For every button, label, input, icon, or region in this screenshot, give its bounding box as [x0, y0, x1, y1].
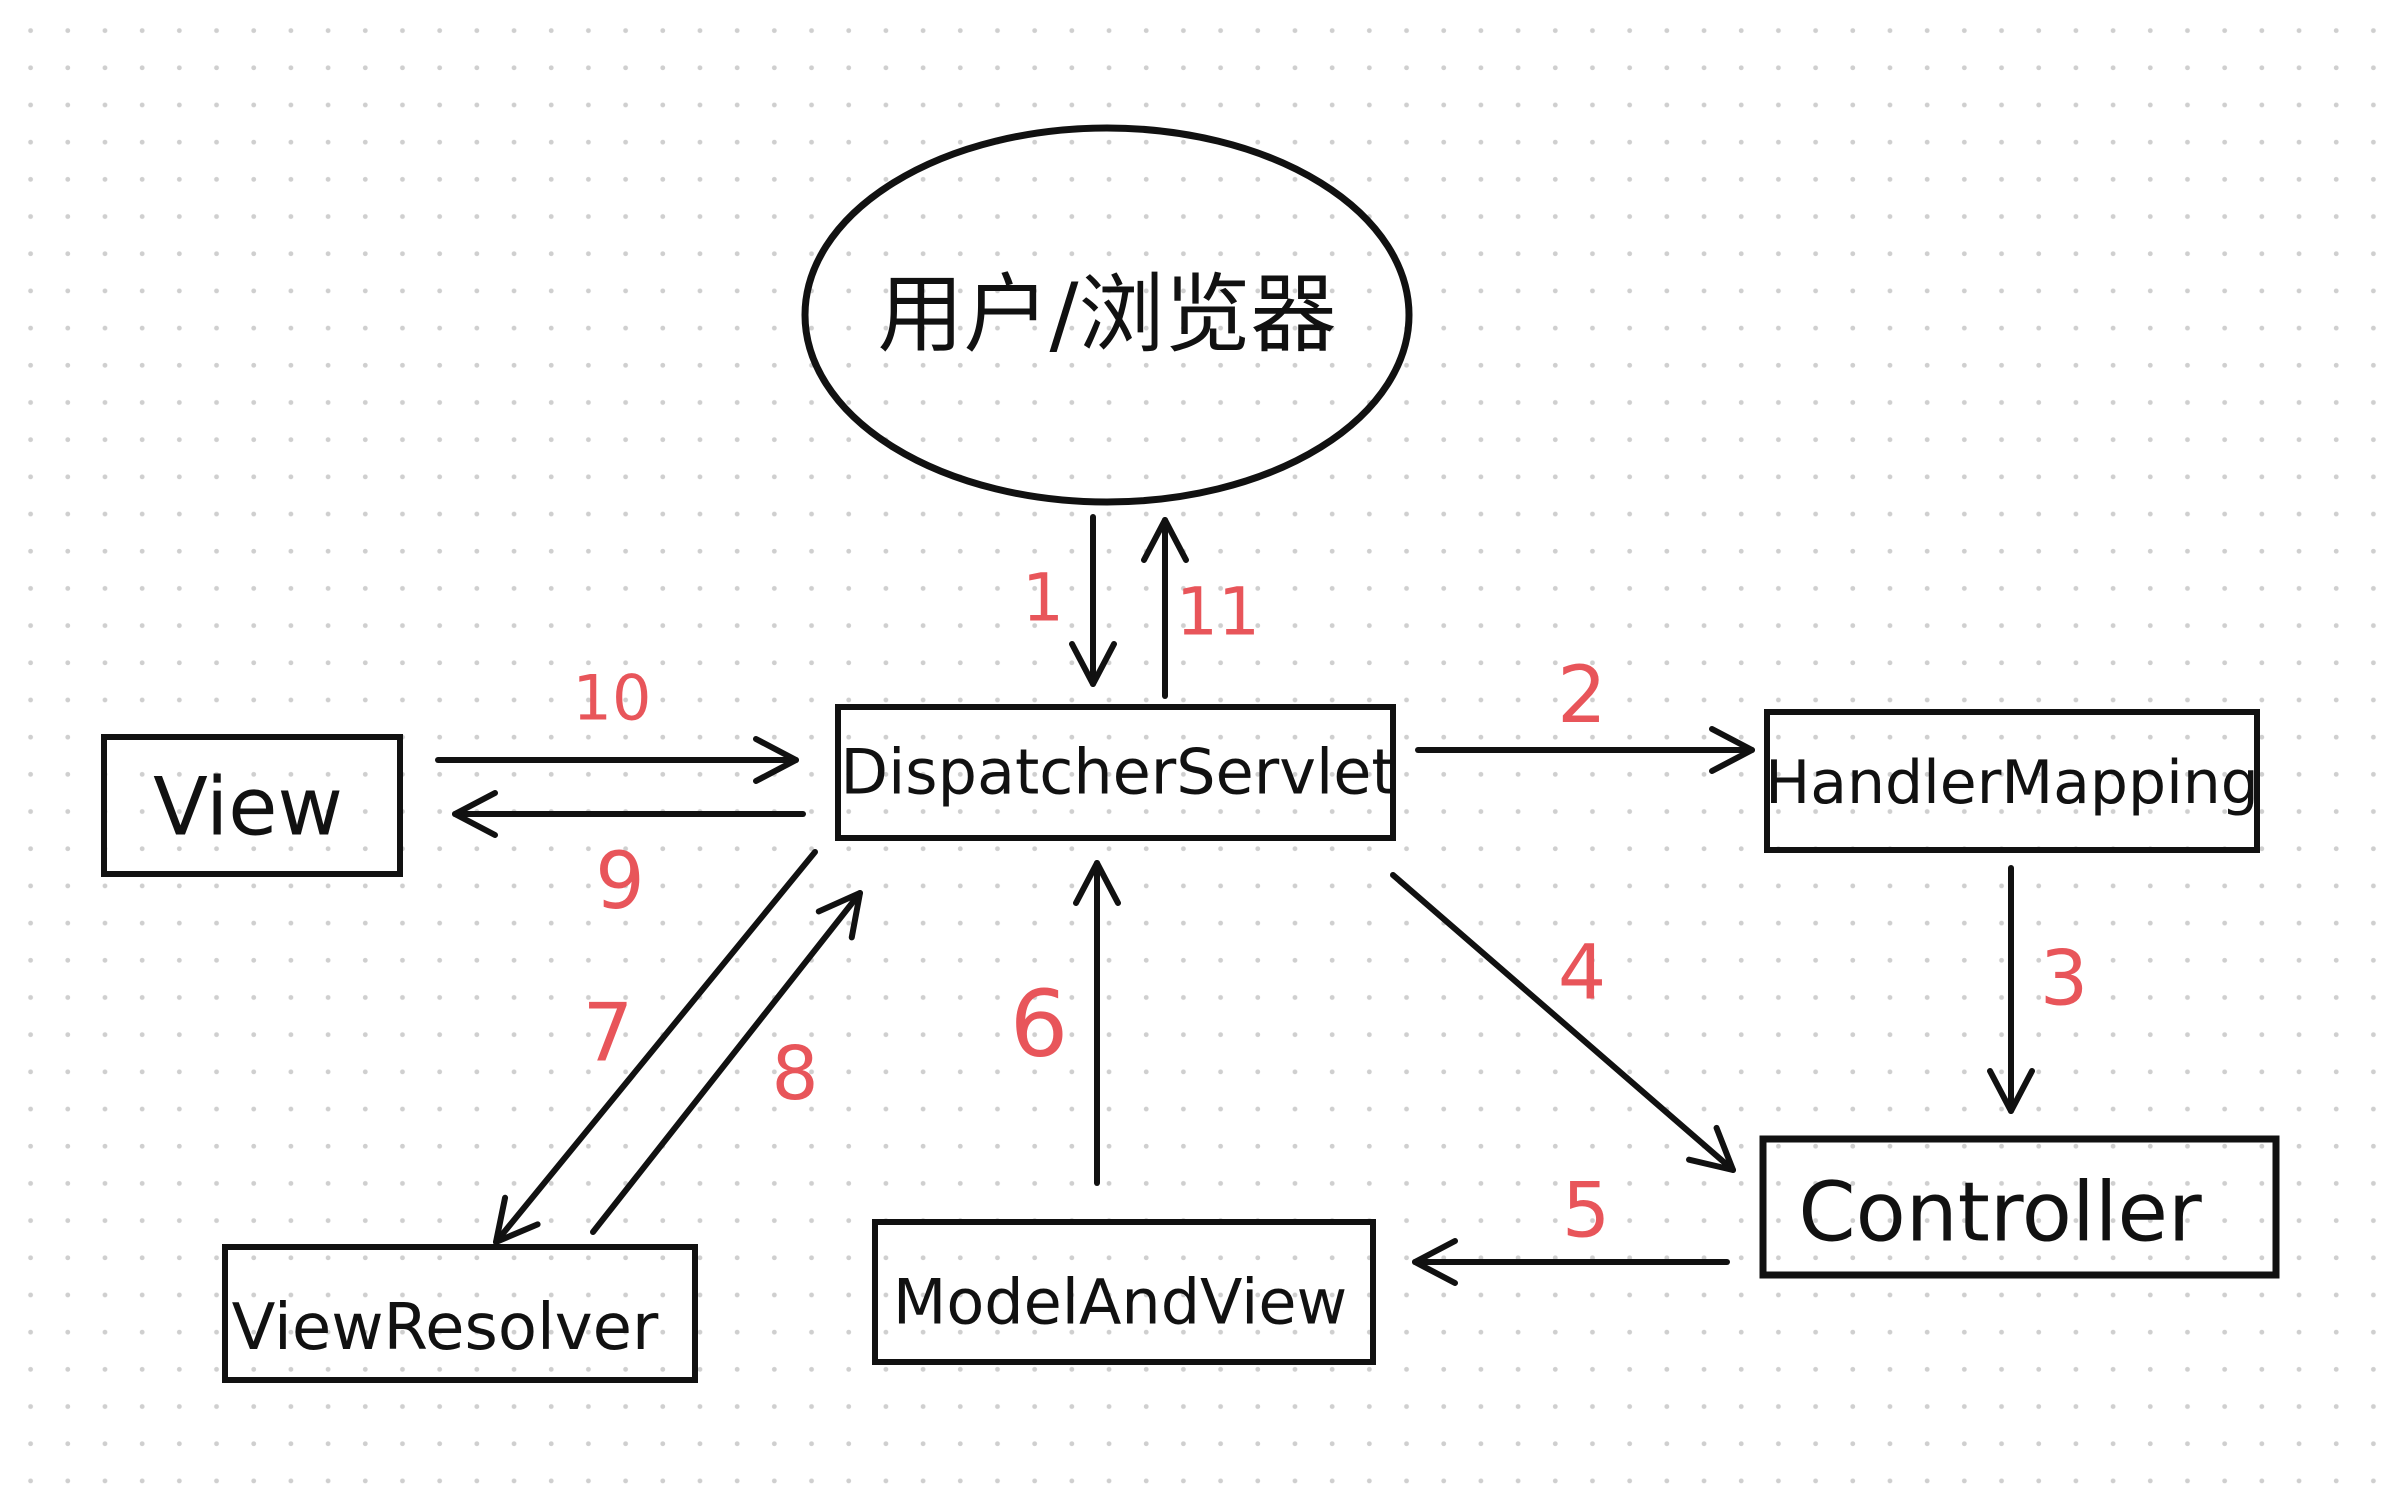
view-box — [101, 734, 403, 877]
view-label: View — [153, 761, 343, 854]
step-label-6: 6 — [1010, 971, 1069, 1078]
step-label-5: 5 — [1562, 1166, 1610, 1255]
model-and-view-box — [872, 1219, 1376, 1365]
view-resolver-box — [222, 1244, 698, 1383]
arrows — [435, 514, 2035, 1286]
step-label-8: 8 — [771, 1031, 818, 1117]
arrow-8-view-resolver-to-dispatcher — [590, 890, 863, 1235]
step-label-3: 3 — [2040, 934, 2088, 1023]
view-resolver-node: ViewResolver — [222, 1244, 698, 1383]
handler-mapping-label: HandlerMapping — [1765, 748, 2259, 818]
controller-box — [1759, 1135, 2280, 1279]
arrow-4-dispatcher-to-controller — [1390, 872, 1736, 1173]
controller-label: Controller — [1798, 1166, 2202, 1261]
step-label-10: 10 — [573, 662, 652, 735]
dispatcher-servlet-box — [835, 704, 1396, 841]
arrow-7-dispatcher-to-view-resolver — [493, 849, 818, 1245]
user-browser-label: 用户/浏览器 — [878, 265, 1337, 365]
step-label-1: 1 — [1022, 560, 1064, 637]
user-browser-node: 用户/浏览器 — [801, 124, 1413, 506]
user-browser-ellipse — [801, 124, 1413, 506]
step-label-9: 9 — [595, 837, 645, 927]
step-label-7: 7 — [583, 987, 634, 1080]
view-resolver-label: ViewResolver — [232, 1291, 659, 1365]
controller-node: Controller — [1759, 1135, 2280, 1279]
dispatcher-servlet-node: DispatcherServlet — [835, 704, 1396, 841]
view-node: View — [101, 734, 403, 877]
model-and-view-label: ModelAndView — [893, 1266, 1347, 1339]
dispatcher-servlet-label: DispatcherServlet — [840, 736, 1395, 809]
handler-mapping-node: HandlerMapping — [1764, 709, 2260, 853]
step-labels: 1 11 2 3 4 5 6 7 8 9 10 — [573, 560, 2089, 1255]
model-and-view-node: ModelAndView — [872, 1219, 1376, 1365]
step-label-11: 11 — [1176, 574, 1260, 651]
handler-mapping-box — [1764, 709, 2260, 853]
step-label-2: 2 — [1557, 651, 1607, 741]
step-label-4: 4 — [1558, 928, 1606, 1017]
